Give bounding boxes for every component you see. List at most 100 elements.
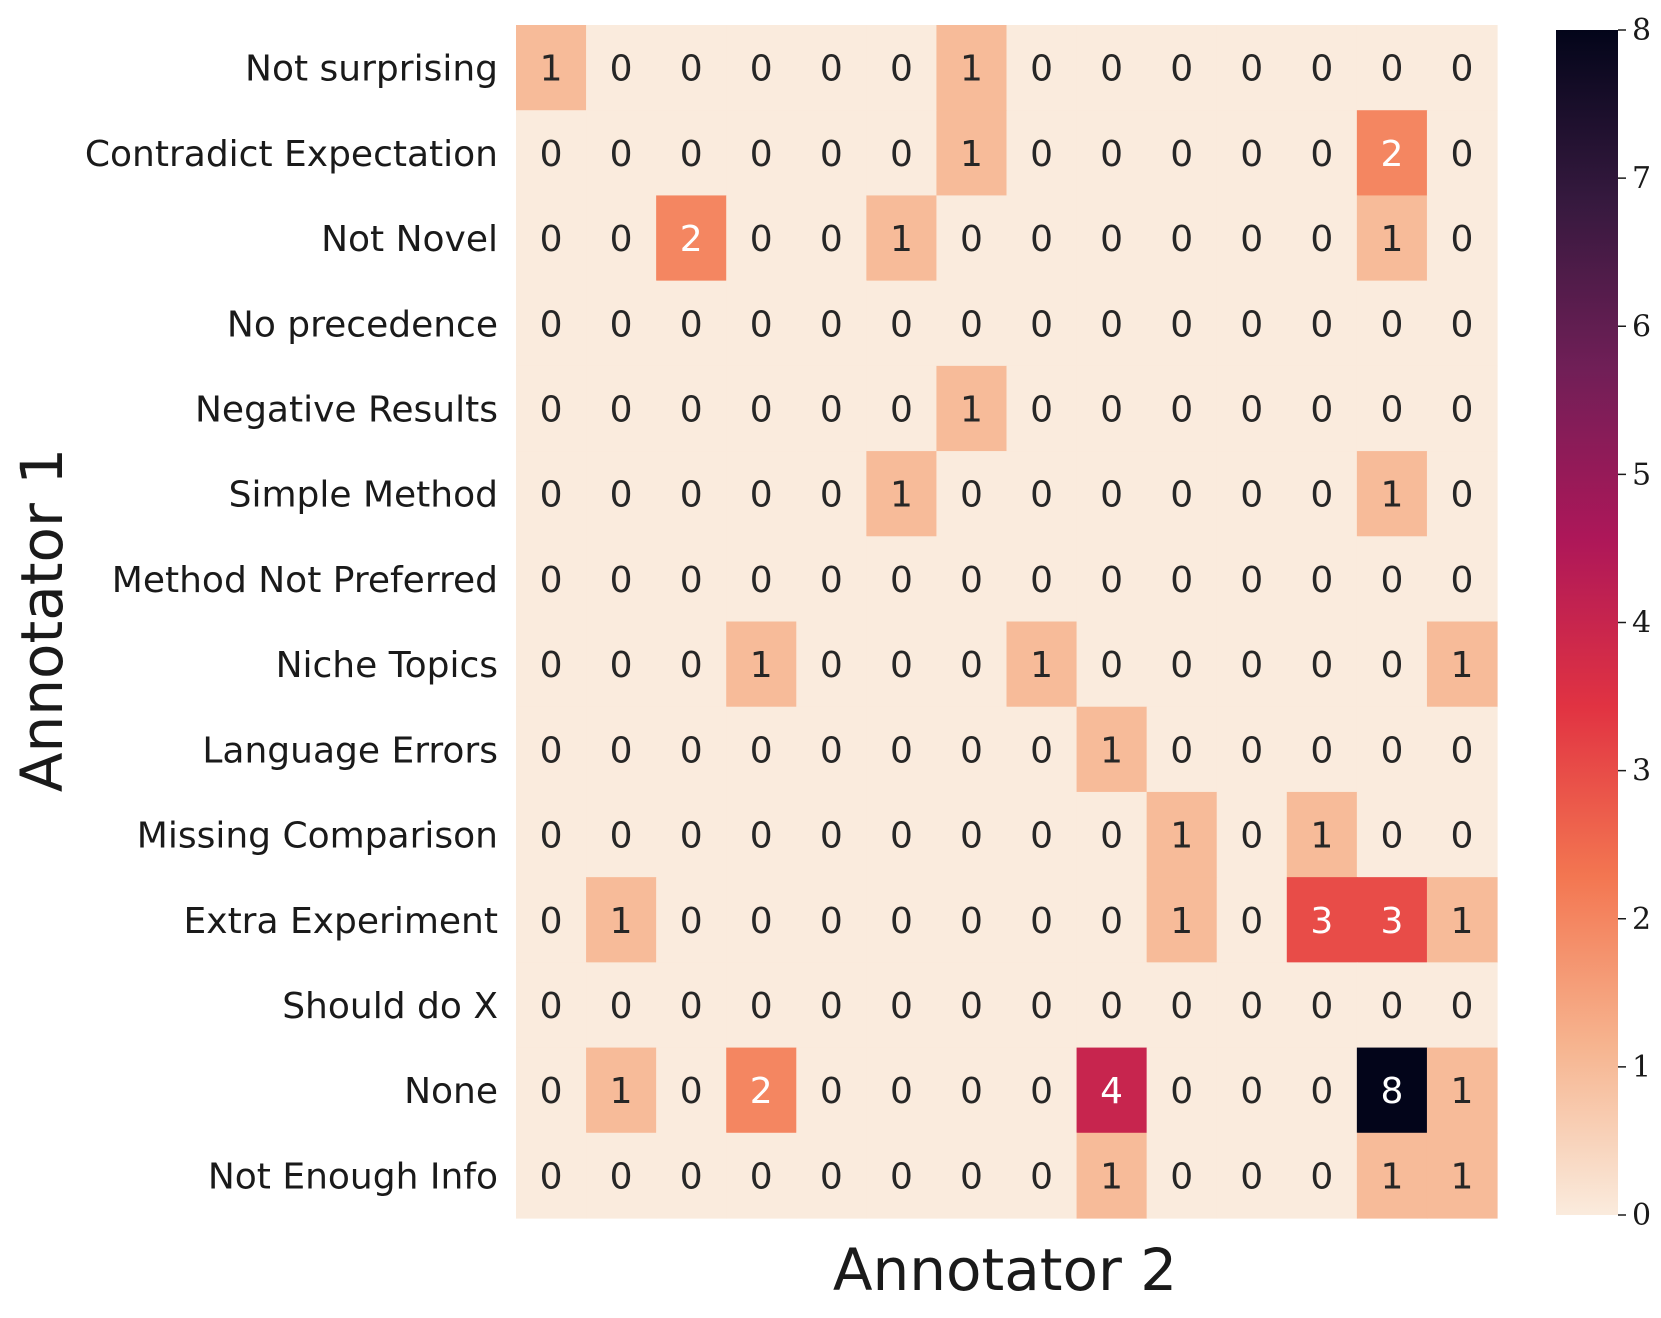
heatmap-cell-value: 1: [890, 219, 913, 260]
heatmap-cell: [796, 621, 867, 708]
heatmap-cell-value: 0: [890, 1071, 913, 1112]
heatmap-cell-value: 0: [540, 986, 563, 1027]
heatmap-cell-value: 0: [680, 986, 703, 1027]
heatmap-cell-value: 0: [820, 560, 843, 601]
heatmap-cell-value: 1: [750, 645, 773, 686]
heatmap-cell-value: 0: [1310, 219, 1333, 260]
heatmap-cell-value: 0: [1170, 304, 1193, 345]
heatmap-cell-value: 1: [610, 1071, 633, 1112]
y-axis-label: Annotator 1: [8, 448, 76, 792]
heatmap-cell: [866, 706, 938, 793]
heatmap-cell-value: 0: [540, 1071, 563, 1112]
heatmap-cell-value: 0: [1170, 475, 1193, 516]
heatmap-cell: [516, 962, 587, 1049]
heatmap-cell-value: 0: [610, 1156, 633, 1197]
heatmap-cell: [726, 25, 797, 111]
heatmap-cell-value: 0: [1451, 816, 1474, 857]
heatmap-cell: [1146, 962, 1218, 1049]
heatmap-cell: [936, 195, 1008, 282]
heatmap-cell: [1216, 25, 1288, 111]
heatmap-cell-value: 0: [1240, 901, 1263, 942]
heatmap-cell-value: 0: [820, 49, 843, 90]
heatmap-cell: [586, 706, 657, 793]
colorbar-tick-label: 1: [1632, 1050, 1651, 1085]
heatmap-cell-value: 0: [1030, 389, 1053, 430]
heatmap-cell-value: 2: [750, 1071, 773, 1112]
heatmap-cell: [516, 621, 587, 708]
heatmap-cell-value: 0: [1310, 389, 1333, 430]
heatmap-cell: [1146, 25, 1218, 111]
heatmap-cell: [1076, 791, 1148, 878]
heatmap-cell: [726, 195, 797, 282]
heatmap-cell: [1216, 791, 1288, 878]
heatmap-cell: [656, 621, 727, 708]
heatmap-cell-value: 0: [1380, 49, 1403, 90]
heatmap-cell-value: 0: [1310, 645, 1333, 686]
heatmap-cell-value: 0: [1310, 1071, 1333, 1112]
heatmap-cell: [1216, 621, 1288, 708]
heatmap-cell-value: 1: [1100, 1156, 1123, 1197]
heatmap-cell-value: 0: [820, 986, 843, 1027]
heatmap-cell: [516, 451, 587, 537]
heatmap-cell-value: 0: [1451, 730, 1474, 771]
heatmap-cell-value: 0: [680, 816, 703, 857]
heatmap-cell: [586, 536, 657, 623]
row-tick-label: Extra Experiment: [184, 901, 498, 942]
heatmap-cell: [586, 1047, 657, 1134]
heatmap-cell: [1146, 280, 1218, 367]
heatmap-cell: [1356, 195, 1428, 282]
heatmap-cell: [586, 25, 657, 111]
heatmap-cell: [936, 621, 1008, 708]
heatmap-cell-value: 0: [890, 730, 913, 771]
heatmap-cell-value: 0: [540, 304, 563, 345]
heatmap-cell: [656, 110, 727, 197]
heatmap-cell: [1006, 877, 1078, 963]
heatmap-cell: [1426, 451, 1498, 537]
heatmap-cell: [796, 110, 867, 197]
heatmap-cell: [1216, 1132, 1288, 1219]
heatmap-cell-value: 0: [1170, 219, 1193, 260]
heatmap-cell: [1216, 962, 1288, 1049]
heatmap-cell-value: 0: [1030, 219, 1053, 260]
heatmap-cell-value: 0: [680, 304, 703, 345]
heatmap-cell-value: 0: [1030, 560, 1053, 601]
heatmap-cell: [1426, 536, 1498, 623]
colorbar-tick-label: 6: [1632, 309, 1651, 344]
heatmap-cell: [796, 195, 867, 282]
heatmap-cell-value: 0: [1030, 816, 1053, 857]
heatmap-cell-value: 0: [1310, 560, 1333, 601]
heatmap-cell: [1286, 280, 1358, 367]
heatmap-cell-value: 0: [1240, 560, 1263, 601]
heatmap-cell-value: 0: [540, 645, 563, 686]
colorbar: [1556, 30, 1618, 1215]
heatmap-cell: [1426, 110, 1498, 197]
heatmap-cell: [796, 365, 867, 452]
heatmap-cell-value: 0: [540, 389, 563, 430]
heatmap-cell: [1356, 280, 1428, 367]
heatmap-cell: [866, 791, 938, 878]
heatmap-cell-value: 0: [680, 134, 703, 175]
row-tick-label: Language Errors: [202, 730, 498, 771]
heatmap-cell: [656, 25, 727, 111]
heatmap-cell-value: 0: [820, 730, 843, 771]
heatmap-cell: [796, 280, 867, 367]
heatmap-cell-value: 0: [610, 560, 633, 601]
heatmap-cell: [586, 280, 657, 367]
heatmap-cell: [516, 877, 587, 963]
heatmap-cell: [936, 365, 1008, 452]
heatmap-cell: [1216, 877, 1288, 963]
heatmap-cell-value: 0: [960, 816, 983, 857]
heatmap-cell: [1216, 280, 1288, 367]
heatmap-cell-value: 0: [1380, 560, 1403, 601]
heatmap-cell-value: 0: [1100, 304, 1123, 345]
heatmap-cell-value: 0: [1380, 304, 1403, 345]
heatmap-cell: [1356, 791, 1428, 878]
heatmap-cell: [866, 365, 938, 452]
heatmap-cell: [1356, 451, 1428, 537]
heatmap-cell-value: 0: [960, 986, 983, 1027]
heatmap-cell: [656, 451, 727, 537]
heatmap-cell-value: 0: [1100, 816, 1123, 857]
row-tick-label: Missing Comparison: [137, 816, 498, 857]
heatmap-cell: [1076, 962, 1148, 1049]
